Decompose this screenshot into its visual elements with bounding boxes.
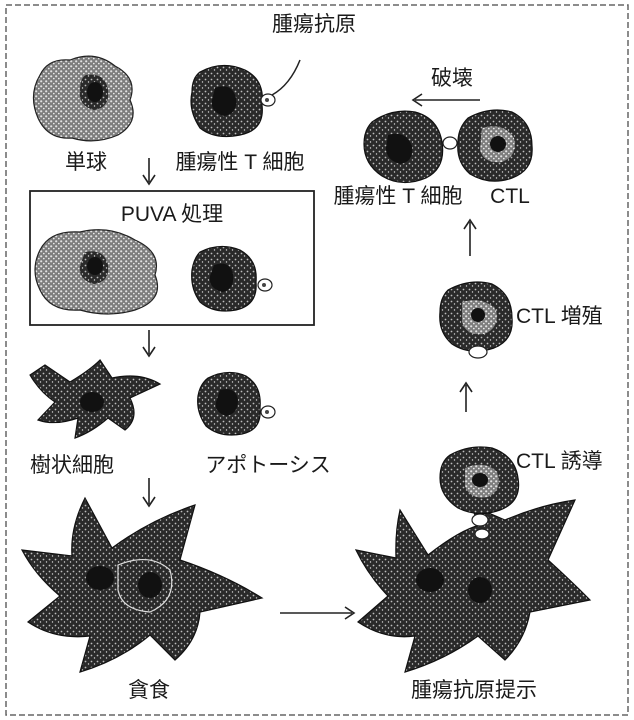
puva-tumor-cell [192, 246, 272, 311]
antigen-pointer-line [272, 60, 300, 95]
phagocytosis-cell [22, 498, 262, 672]
arrow-up-1 [460, 383, 472, 412]
label-puva: PUVA 処理 [121, 204, 223, 225]
arrow-down-2 [143, 330, 155, 356]
puva-monocyte-cell [35, 230, 158, 314]
label-tumor-t-cell-top: 腫瘍性 T 細胞 [175, 152, 304, 173]
arrow-left-destruction [413, 94, 480, 106]
monocyte-cell [33, 56, 133, 141]
label-monocyte: 単球 [65, 152, 107, 173]
label-destruction: 破壊 [431, 68, 473, 89]
ctl-cell-top [458, 110, 532, 181]
label-tumor-antigen: 腫瘍抗原 [272, 14, 356, 35]
antigen-presentation-cell [356, 500, 590, 672]
label-ctl-proliferation: CTL 増殖 [516, 306, 603, 327]
ctl-induction-cell [440, 447, 519, 514]
arrow-down-1 [143, 158, 155, 184]
label-ctl: CTL [490, 186, 530, 207]
label-ctl-induction: CTL 誘導 [516, 451, 603, 472]
label-dendritic-cell: 樹状細胞 [30, 455, 114, 476]
label-apoptosis: アポトーシス [205, 455, 331, 476]
tumor-t-cell-right [364, 111, 457, 182]
label-phagocytosis: 貪食 [128, 680, 170, 701]
apoptosis-cell [198, 372, 275, 435]
arrow-down-3 [143, 478, 155, 506]
arrow-right [280, 607, 354, 619]
arrow-up-2 [464, 220, 476, 256]
tumor-t-cell-top [191, 65, 275, 136]
dendritic-cell [30, 360, 160, 438]
ctl-proliferation-cell [440, 282, 512, 358]
label-tumor-t-cell-right: 腫瘍性 T 細胞 [333, 186, 462, 207]
label-antigen-presentation: 腫瘍抗原提示 [411, 680, 537, 701]
